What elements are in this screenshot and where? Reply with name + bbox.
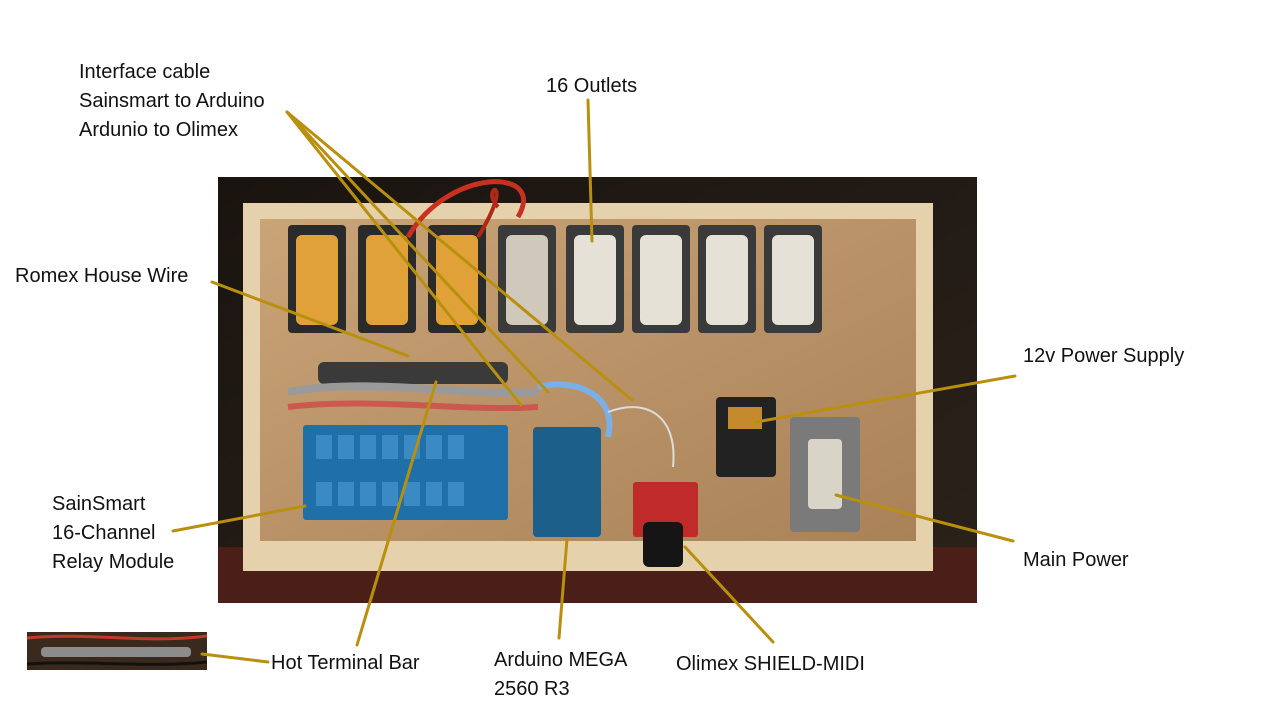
label-romex: Romex House Wire [15,265,189,287]
label-hot-bar: Hot Terminal Bar [271,652,420,674]
terminal-bar-shape [318,362,508,384]
leader-hot-bar-inset [200,652,270,664]
label-outlets: 16 Outlets [546,75,638,97]
label-power-supply: 12v Power Supply [1023,345,1185,367]
orange-outlets [288,225,486,333]
label-relay-module: SainSmart 16-Channel Relay Module [52,493,175,573]
label-arduino: Arduino MEGA 2560 R3 [494,649,628,700]
terminal-bar-inset [27,632,207,670]
label-olimex: Olimex SHIELD-MIDI [676,653,865,675]
white-outlets [498,225,822,333]
label-interface-cable: Interface cable Sainsmart to Arduino Ard… [79,61,265,141]
outlets-row [288,225,822,333]
arduino-shape [533,427,601,537]
enclosure-photo [218,177,977,603]
label-main-power: Main Power [1023,549,1129,571]
